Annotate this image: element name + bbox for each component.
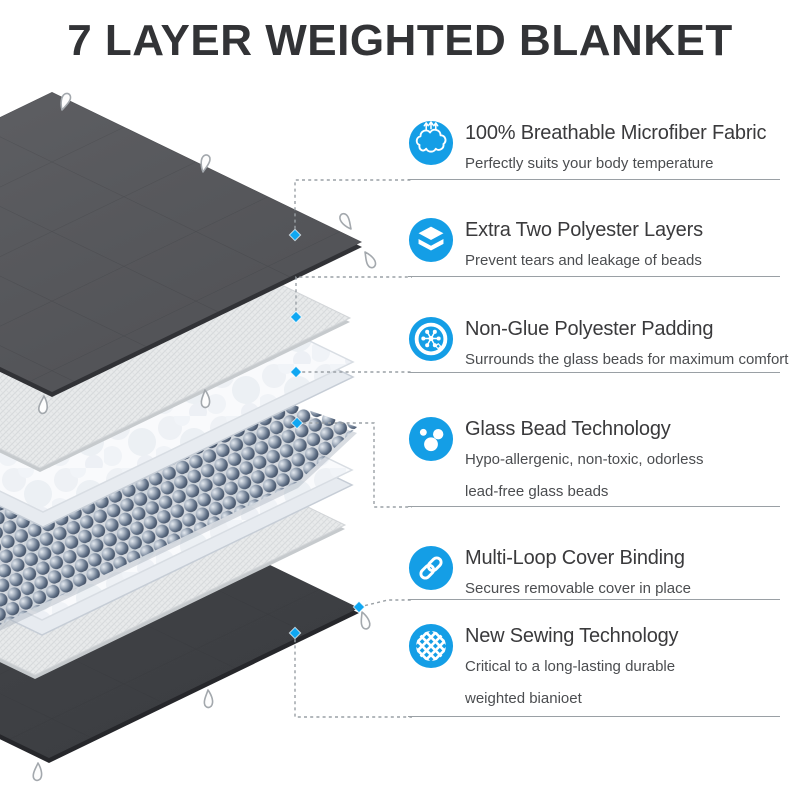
feature-polyester-layers: Extra Two Polyester Layers Prevent tears… xyxy=(408,215,780,277)
layer-glass-beads xyxy=(0,402,357,631)
feature-description: Critical to a long-lasting durable xyxy=(465,658,676,675)
callout-connectors xyxy=(294,179,412,718)
feature-heading: New Sewing Technology xyxy=(465,625,679,647)
weave-icon xyxy=(408,623,454,669)
feature-glass-beads: Glass Bead Technology Hypo-allergenic, n… xyxy=(408,414,780,507)
feature-description-line2: weighted bianioet xyxy=(465,690,582,707)
feature-sewing-technology: New Sewing Technology Critical to a long… xyxy=(408,621,780,717)
feature-breathable-fabric: 100% Breathable Microfiber Fabric Perfec… xyxy=(408,118,780,180)
feature-heading: Multi-Loop Cover Binding xyxy=(465,547,685,569)
feature-cover-binding: Multi-Loop Cover Binding Secures removab… xyxy=(408,543,780,600)
breathable-icon xyxy=(408,120,454,166)
feature-heading: Glass Bead Technology xyxy=(465,418,671,440)
feature-heading: 100% Breathable Microfiber Fabric xyxy=(465,122,767,144)
layers-icon xyxy=(408,217,454,263)
layer-marker-dots xyxy=(288,228,366,640)
feature-heading: Non-Glue Polyester Padding xyxy=(465,318,714,340)
feature-description: Surrounds the glass beads for maximum co… xyxy=(465,351,789,368)
page-title: 7 LAYER WEIGHTED BLANKET xyxy=(67,16,733,65)
feature-description: Prevent tears and leakage of beads xyxy=(465,252,702,269)
feature-description: Perfectly suits your body temperature xyxy=(465,155,714,172)
padding-icon xyxy=(408,316,454,362)
feature-description: Hypo-allergenic, non-toxic, odorless xyxy=(465,451,704,468)
feature-description: Secures removable cover in place xyxy=(465,580,691,597)
chain-link-icon xyxy=(408,545,454,591)
layer-top-blanket xyxy=(0,91,378,415)
glass-beads-icon xyxy=(408,416,454,462)
feature-description-line2: lead-free glass beads xyxy=(465,483,609,500)
feature-heading: Extra Two Polyester Layers xyxy=(465,219,703,241)
feature-polyester-padding: Non-Glue Polyester Padding Surrounds the… xyxy=(408,314,788,373)
